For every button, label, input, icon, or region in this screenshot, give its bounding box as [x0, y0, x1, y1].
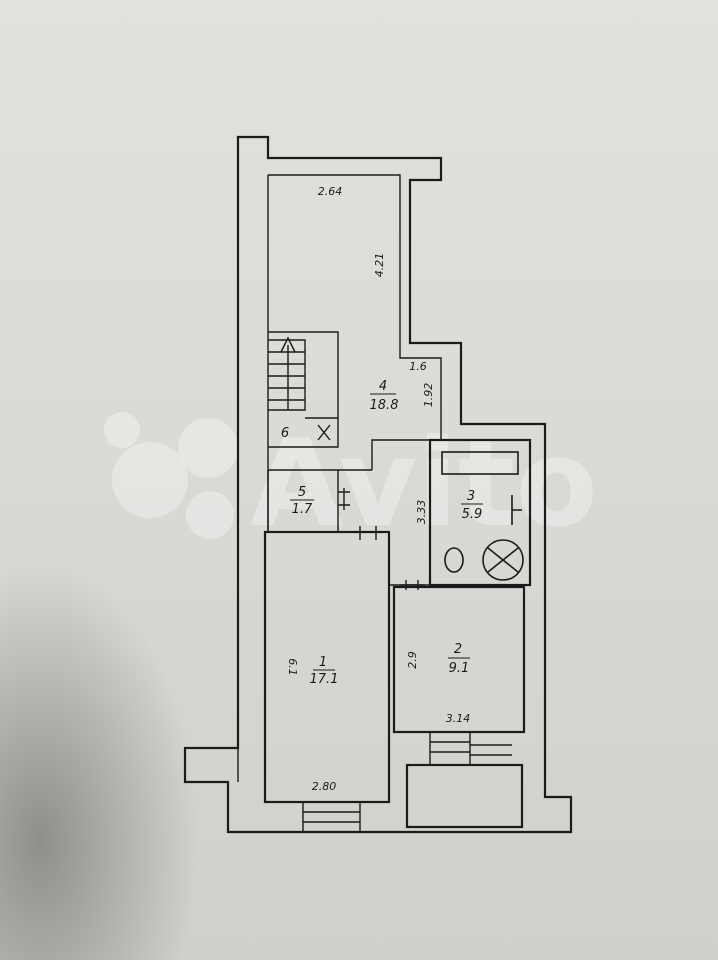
room-area: 9.1	[449, 661, 470, 676]
photo-shadow	[0, 560, 200, 960]
outer-wall	[183, 135, 573, 834]
room-label-5: 5 1.7	[290, 485, 314, 517]
bathroom-door	[400, 580, 425, 590]
room-area: 18.8	[370, 398, 399, 413]
dim-room1-height: 6.1	[286, 658, 299, 676]
dim-top-width: 2.64	[318, 185, 343, 198]
dim-room2-width: 3.14	[446, 712, 471, 725]
room-label-4: 4 18.8	[370, 379, 399, 413]
stairs	[268, 336, 306, 411]
room-2-window	[429, 732, 512, 765]
storage-6-door	[305, 417, 338, 441]
dim-room1-width: 2.80	[312, 780, 337, 793]
room-label-1: 1 17.1	[310, 655, 339, 687]
watermark: Avito	[104, 412, 598, 554]
room-1-window	[302, 802, 361, 832]
room-number: 3	[467, 489, 475, 504]
watermark-dot	[178, 418, 238, 478]
room-number: 5	[298, 485, 306, 500]
room-label-2: 2 9.1	[448, 642, 470, 676]
shower-lines	[487, 547, 519, 573]
dim-corridor-width: 1.6	[409, 360, 427, 373]
bathroom-3-wall	[428, 438, 532, 587]
dim-bath-height: 3.33	[415, 500, 428, 525]
shower	[482, 539, 524, 581]
room-number: 1	[319, 655, 327, 670]
room-area: 17.1	[310, 672, 339, 687]
toilet	[444, 547, 464, 573]
room-label-6: 6	[281, 426, 289, 441]
watermark-dot	[112, 442, 188, 518]
inner-wall-hall	[268, 174, 442, 470]
room-number: 2	[454, 642, 462, 657]
dim-hall-length: 4.21	[373, 253, 386, 278]
sink	[511, 495, 522, 525]
room-area: 1.7	[292, 502, 313, 517]
dim-room2-height: 2.9	[406, 651, 419, 669]
watermark-text: Avito	[250, 415, 598, 554]
watermark-dot	[104, 412, 140, 448]
room-number: 4	[379, 379, 387, 394]
bathtub	[441, 451, 519, 475]
room-2-wall	[392, 585, 526, 734]
room-1-door	[352, 526, 384, 540]
balcony-wall	[405, 763, 524, 829]
room-label-3: 3 5.9	[461, 489, 483, 522]
room-area: 5.9	[462, 507, 483, 522]
dim-corridor-height: 1.92	[422, 383, 435, 408]
room-number: 6	[281, 426, 289, 441]
watermark-dot	[186, 491, 234, 539]
room-1-wall	[263, 530, 391, 804]
storage-6-wall	[268, 331, 339, 448]
